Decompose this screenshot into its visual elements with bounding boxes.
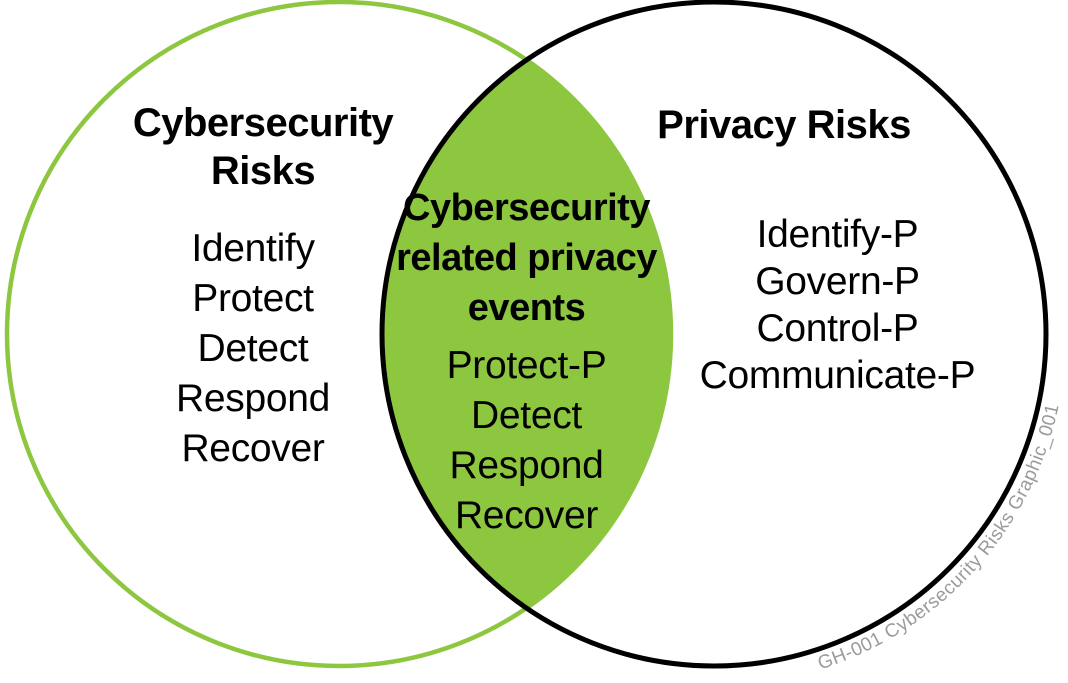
left-circle-title-line: Cybersecurity bbox=[132, 101, 394, 145]
list-item: Recover bbox=[181, 427, 325, 470]
list-item: Protect bbox=[192, 277, 314, 320]
list-item: Respond bbox=[449, 444, 604, 487]
left-circle-title: Cybersecurity Risks bbox=[88, 99, 438, 195]
intersection-title-line: events bbox=[467, 287, 586, 329]
intersection-title-line: Cybersecurity bbox=[403, 187, 650, 229]
list-item: Identify-P bbox=[756, 213, 919, 256]
intersection-list: Protect-P Detect Respond Recover bbox=[400, 341, 653, 541]
right-circle-title: Privacy Risks bbox=[639, 101, 929, 149]
right-circle-title-line: Privacy Risks bbox=[657, 103, 911, 147]
venn-left-circle bbox=[4, 0, 674, 669]
list-item: Identify bbox=[191, 227, 315, 270]
intersection-title: Cybersecurity related privacy events bbox=[396, 183, 657, 333]
list-item: Communicate-P bbox=[699, 354, 976, 397]
list-item: Detect bbox=[471, 394, 582, 437]
list-item: Recover bbox=[454, 494, 599, 537]
venn-right-circle bbox=[379, 0, 1049, 669]
list-item: Control-P bbox=[756, 307, 919, 350]
venn-intersection-fill bbox=[381, 60, 672, 608]
list-item: Detect bbox=[197, 327, 309, 370]
list-item: Protect-P bbox=[446, 344, 607, 387]
list-item: Respond bbox=[175, 377, 330, 420]
list-item: Govern-P bbox=[755, 260, 920, 303]
right-circle-list: Identify-P Govern-P Control-P Communicat… bbox=[685, 211, 990, 399]
left-circle-list: Identify Protect Detect Respond Recover bbox=[103, 224, 403, 474]
intersection-title-line: related privacy bbox=[396, 237, 657, 279]
left-circle-title-line: Risks bbox=[210, 149, 316, 193]
